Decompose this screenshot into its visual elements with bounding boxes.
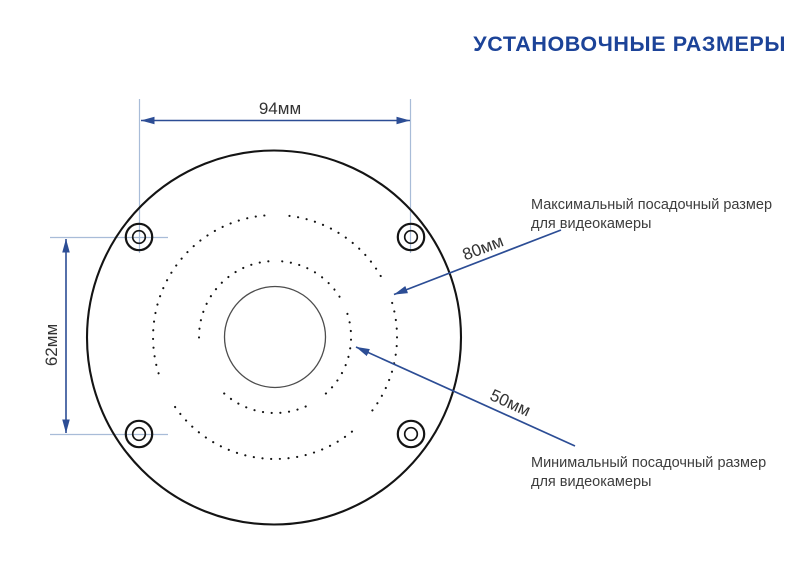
dimension-lines — [62, 116, 576, 447]
dimension-label-62mm: 62мм — [42, 324, 61, 366]
dotted-arc — [197, 260, 270, 345]
plate-outline-circle — [85, 149, 463, 526]
dotted-mounting-circles — [152, 214, 399, 461]
min-mount-note-line2: для видеокамеры — [531, 474, 651, 490]
max-mount-note-line2: для видеокамеры — [531, 216, 651, 232]
dotted-arc — [174, 405, 360, 461]
dotted-circle-50mm — [197, 260, 353, 415]
dotted-arc — [284, 214, 382, 278]
dotted-arc — [152, 214, 266, 380]
screw-hole-inner-ring — [403, 229, 419, 245]
screw-hole-inner-ring — [403, 426, 419, 442]
min-mount-note-line1: Минимальный посадочный размер — [531, 455, 766, 471]
dotted-arc — [371, 294, 399, 412]
screw-hole-top-right — [396, 222, 426, 252]
page-title: УСТАНОВОЧНЫЕ РАЗМЕРЫ — [473, 32, 786, 56]
screw-hole-outer-ring — [396, 419, 426, 449]
screw-hole-outer-ring — [124, 419, 154, 449]
annotations: Максимальный посадочный размер для видео… — [531, 197, 772, 490]
screw-hole-outer-ring — [396, 222, 426, 252]
dimension-labels: 94мм 62мм 80мм 50мм — [42, 99, 533, 420]
center-cable-hole-circle — [223, 285, 327, 389]
extension-lines — [50, 99, 412, 436]
screw-hole-inner-ring — [131, 426, 147, 442]
screw-hole-bottom-left — [124, 419, 154, 449]
leader-arrow-80mm — [393, 229, 562, 296]
screw-hole-outer-ring — [124, 222, 154, 252]
dimension-label-94mm: 94мм — [259, 99, 301, 118]
dotted-arc — [223, 392, 315, 415]
dotted-arc — [280, 260, 341, 298]
dimension-label-50mm: 50мм — [487, 386, 533, 421]
dotted-arc — [324, 307, 353, 395]
mounting-plate — [85, 149, 463, 526]
screw-hole-bottom-right — [396, 419, 426, 449]
leader-arrow-50mm — [355, 346, 576, 447]
dotted-circle-80mm — [152, 214, 399, 461]
screw-hole-top-left — [124, 222, 154, 252]
max-mount-note-line1: Максимальный посадочный размер — [531, 197, 772, 213]
screw-hole-inner-ring — [131, 229, 147, 245]
